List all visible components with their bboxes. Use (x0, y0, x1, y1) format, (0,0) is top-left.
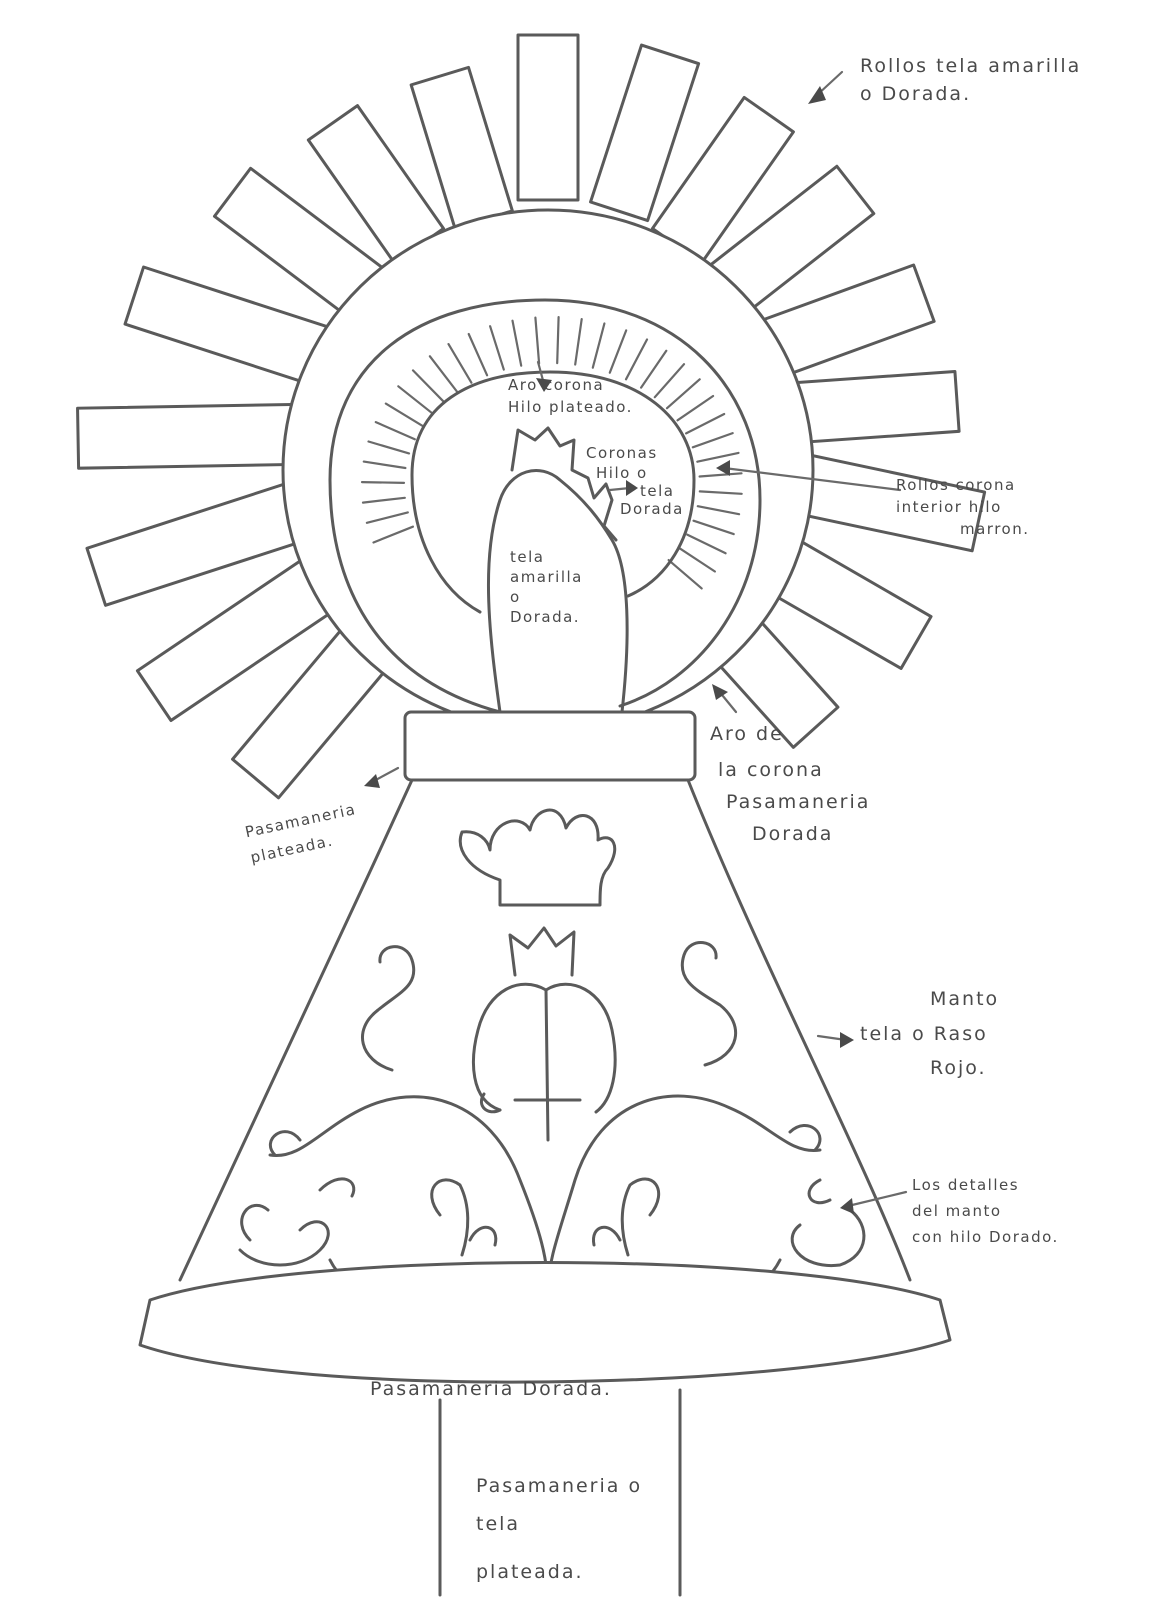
mantle-monogram (472, 926, 617, 1142)
label-crown-ring: Aro corona Hilo plateado. (508, 376, 633, 416)
label-pillar-top: tela amarilla o Dorada. (510, 548, 589, 626)
label-line: Dorada (620, 500, 684, 518)
label-crowns: Coronas Hilo o tela Dorada (586, 444, 684, 518)
mantle-crown-emblem (458, 808, 617, 907)
label-hem: Pasamaneria Dorada. (370, 1378, 612, 1400)
crown-roll-stroke (397, 385, 434, 415)
collar-band (403, 710, 697, 782)
crown-roll-stroke (653, 363, 686, 399)
figure-body (486, 469, 629, 714)
label-line: Pasamaneria (243, 800, 357, 841)
crown-roll-stroke (696, 451, 740, 463)
crown-roll-stroke (639, 349, 668, 389)
label-line: Hilo o (596, 464, 648, 482)
label-line: o Dorada. (860, 83, 971, 105)
label-mantle-details: Los detalles del manto con hilo Dorado. (912, 1176, 1059, 1246)
label-line: tela o Raso (860, 1023, 988, 1045)
crown-roll-stroke (608, 329, 628, 374)
inner-crown-rolls (360, 316, 743, 590)
hem-band (138, 1261, 952, 1384)
crown-roll-stroke (374, 421, 416, 441)
label-line: tela (476, 1513, 520, 1535)
label-line: Rollos tela amarilla (860, 55, 1081, 77)
crown-roll-stroke (624, 338, 649, 381)
crown-roll-stroke (574, 318, 583, 366)
halo-ray (76, 402, 311, 470)
label-line: Aro corona (508, 376, 604, 394)
label-line: la corona (718, 759, 824, 781)
leader-arrows (364, 70, 908, 1214)
halo-ray (516, 33, 580, 202)
crown-roll-stroke (665, 378, 701, 410)
crown-roll-stroke (677, 546, 717, 573)
crown-roll-stroke (511, 319, 523, 367)
label-line: Rojo. (930, 1057, 987, 1079)
label-outer-ring: Aro de la corona Pasamaneria Dorada (710, 723, 878, 845)
label-line: Rollos corona (896, 476, 1016, 494)
label-inner-rolls: Rollos corona interior hilo marron. (896, 476, 1030, 538)
crown-roll-stroke (384, 402, 424, 427)
crown-roll-stroke (698, 490, 743, 495)
label-line: Pasamaneria (726, 791, 870, 813)
crown-roll-stroke (411, 369, 445, 403)
label-rays: Rollos tela amarilla o Dorada. (860, 55, 1089, 105)
label-collar: Pasamaneria plateada. (243, 799, 369, 867)
label-line: interior hilo (896, 498, 1002, 516)
crown-ring (410, 370, 696, 614)
crown-roll-stroke (467, 332, 489, 377)
crown-roll-stroke (534, 316, 541, 365)
crown-roll-stroke (447, 343, 473, 384)
label-line: Hilo plateado. (508, 398, 633, 416)
halo-ray (123, 265, 336, 388)
inner-halo-ring (328, 298, 762, 714)
label-line: Dorada (752, 823, 833, 845)
crown-roll-stroke (691, 432, 734, 449)
label-line: del manto (912, 1202, 1002, 1220)
crown-roll-stroke (684, 412, 726, 435)
mantle-right-edge (686, 778, 912, 1282)
label-line: plateada. (476, 1561, 584, 1583)
figure-crown (510, 426, 618, 542)
label-line: o (510, 588, 521, 606)
label-line: tela (640, 482, 674, 500)
crown-roll-stroke (362, 460, 407, 470)
crown-roll-stroke (361, 496, 406, 504)
crown-roll-stroke (696, 505, 741, 516)
crown-roll-stroke (367, 440, 411, 455)
halo-ray (589, 43, 701, 223)
label-line: Dorada. (510, 608, 580, 626)
label-line: amarilla (510, 568, 583, 586)
label-mantle: Manto tela o Raso Rojo. (860, 988, 1007, 1079)
crown-roll-stroke (676, 394, 715, 422)
label-line: marron. (960, 520, 1030, 538)
crown-roll-stroke (698, 472, 743, 478)
crown-roll-stroke (667, 558, 703, 590)
label-line: Pasamaneria o (476, 1475, 642, 1497)
crown-roll-stroke (556, 316, 560, 365)
label-line: con hilo Dorado. (912, 1228, 1059, 1246)
crown-roll-stroke (692, 519, 735, 536)
crown-roll-stroke (372, 525, 414, 544)
label-line: Manto (930, 988, 999, 1010)
halo-ray (650, 95, 795, 265)
crown-roll-stroke (591, 322, 606, 369)
label-line: Los detalles (912, 1176, 1019, 1194)
crown-roll-stroke (489, 325, 505, 371)
label-line: tela (510, 548, 544, 566)
label-line: Aro de (710, 723, 784, 745)
crown-roll-stroke (428, 355, 458, 393)
label-base: Pasamaneria o tela plateada. (476, 1475, 650, 1583)
mantle-left-edge (178, 778, 414, 1282)
crown-roll-stroke (360, 481, 406, 484)
crown-roll-stroke (365, 511, 409, 524)
label-line: Coronas (586, 444, 658, 462)
crown-roll-stroke (686, 533, 727, 555)
